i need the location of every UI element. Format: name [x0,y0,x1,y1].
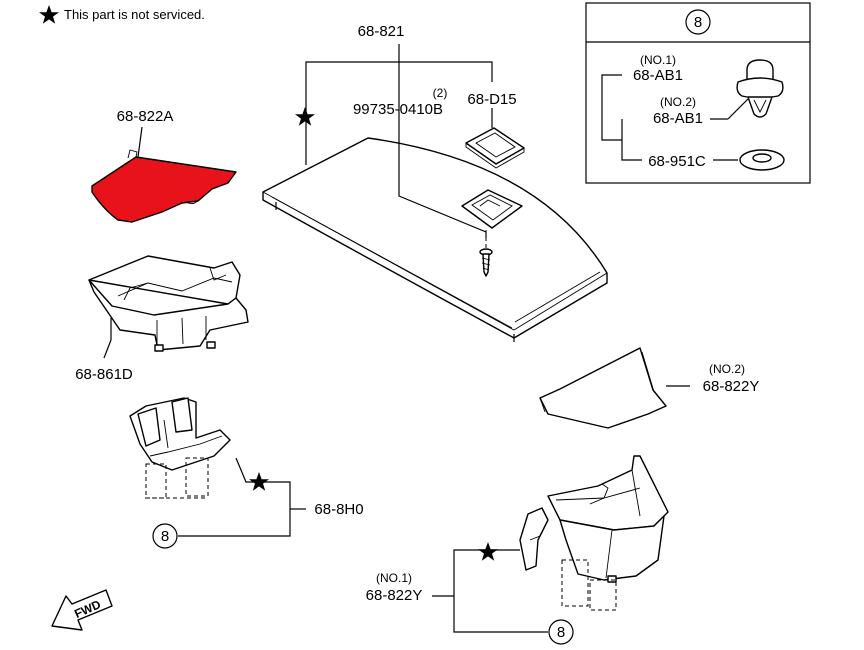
package-tray-shelf [262,137,608,342]
callout-trim-y2-qty: (NO.2) [709,362,745,376]
star-icon [39,5,59,24]
shelf-leaders: 68-821 (2) 99735-0410B 68-D15 [295,23,517,238]
legend-clip1-qty: (NO.1) [640,53,676,67]
callout-cover: 68-D15 [467,91,516,108]
washer-icon [739,149,785,171]
legend-clip1-part: 68-AB1 [633,67,683,84]
fastener-legend-box: 8 (NO.1) 68-AB1 (NO.2) 68-AB1 68-951C [585,2,811,184]
star-icon [478,542,498,561]
callout-bracket: 68-861D [75,366,133,383]
callout-screw-qty: (2) [433,86,448,100]
storage-box-68-822Y-no1: 8 (NO.1) 68-822Y [366,455,669,645]
ref-latch-number: 8 [161,528,169,545]
legend-clip2-part: 68-AB1 [653,110,703,127]
callout-latch: 68-8H0 [314,501,363,518]
fwd-label: FWD [72,597,103,621]
callout-shelf: 68-821 [358,23,405,40]
callout-box: 68-822Y [366,587,423,604]
bracket-68-861D: 68-861D [75,255,249,383]
callout-trim-y2: 68-822Y [703,378,760,395]
fwd-arrow-icon: FWD [51,589,113,631]
callout-trim-a: 68-822A [117,108,174,125]
clip-icon [736,59,784,118]
trim-a-body [91,156,237,223]
star-icon [249,472,269,491]
cover-68-D15 [465,127,525,169]
legend-clip2-qty: (NO.2) [660,95,696,109]
trim-68-822Y-no2: (NO.2) 68-822Y [539,347,760,429]
callout-screw: 99735-0410B [353,101,443,118]
star-icon [295,107,315,126]
trim-68-822A-highlighted: 68-822A [91,108,237,223]
latch-68-8H0: 8 68-8H0 [129,397,364,549]
callout-box-qty: (NO.1) [376,571,412,585]
screw-icon [479,230,493,277]
legend-washer-part: 68-951C [648,153,706,170]
legend-ref-number: 8 [694,14,702,31]
note-text: This part is not serviced. [64,7,205,22]
ref-box-number: 8 [557,624,565,641]
not-serviced-note: This part is not serviced. [39,5,205,24]
